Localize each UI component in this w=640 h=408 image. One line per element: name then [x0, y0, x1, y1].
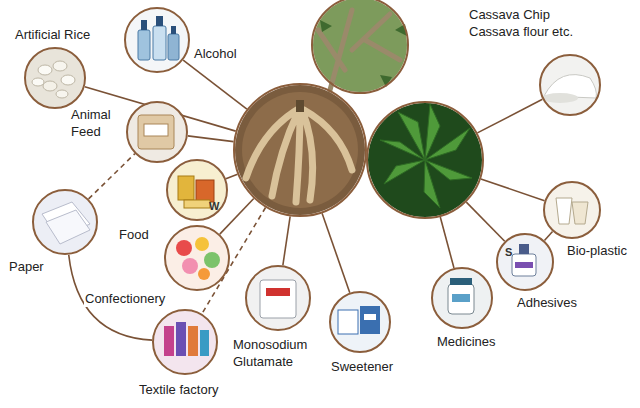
product-label: Monosodium Glutamate	[232, 336, 326, 370]
product-circle: Cassava Chip Cassava flour etc.	[539, 54, 601, 116]
connector-line	[481, 179, 545, 201]
connector-line	[89, 154, 135, 199]
product-label: Artificial Rice	[14, 26, 91, 43]
food-picture	[168, 161, 226, 219]
product-circle: Medicines	[431, 267, 493, 329]
product-circle: Sweetener	[329, 291, 391, 353]
root-circle	[233, 83, 367, 217]
confectionery-picture	[166, 227, 228, 289]
bioplastic-picture	[545, 183, 599, 237]
cassava-root-picture	[235, 85, 365, 215]
medicines-picture	[433, 269, 491, 327]
product-label: Textile factory	[138, 381, 219, 398]
product-circle: Adhesives	[496, 233, 554, 291]
product-circle: Paper	[32, 189, 98, 255]
stem-circle	[311, 0, 409, 94]
product-circle: Alcohol	[124, 7, 190, 73]
connector-line	[322, 213, 350, 292]
product-circle: Bio-plastic	[543, 181, 601, 239]
product-circle: Animal Feed	[126, 101, 188, 163]
connector-line	[183, 60, 247, 109]
msg-picture	[247, 267, 309, 329]
animal-feed-picture	[128, 103, 186, 161]
product-label: Cassava Chip Cassava flour etc.	[468, 6, 588, 40]
product-label: Animal Feed	[70, 106, 118, 140]
flour-picture	[541, 56, 599, 114]
alcohol-picture	[126, 9, 188, 71]
connector-line	[226, 174, 238, 179]
connector-line	[544, 232, 552, 241]
stray-letter: W	[209, 200, 219, 212]
connector-line	[477, 99, 542, 133]
product-circle: Confectionery	[164, 225, 230, 291]
product-label: Medicines	[436, 333, 497, 350]
product-circle: Textile factory	[152, 309, 218, 375]
product-circle: Artificial Rice	[24, 47, 86, 109]
product-label: Paper	[8, 258, 45, 275]
product-label: Food	[118, 226, 150, 243]
adhesives-picture	[498, 235, 552, 289]
product-label: Confectionery	[84, 290, 166, 307]
rice-picture	[26, 49, 84, 107]
cassava-stem-picture	[313, 0, 407, 92]
cassava-leaf-picture	[368, 103, 482, 217]
connector-line	[283, 216, 290, 265]
product-label: Adhesives	[516, 294, 578, 311]
sweetener-picture	[331, 293, 389, 351]
paper-picture	[34, 191, 96, 253]
connector-line	[188, 136, 234, 142]
product-label: Sweetener	[330, 358, 394, 375]
connector-line	[466, 202, 504, 241]
leaf-circle	[366, 101, 484, 219]
textile-picture	[154, 311, 216, 373]
product-label: Bio-plastic	[566, 242, 628, 259]
product-label: Alcohol	[193, 45, 238, 62]
stray-letter: S	[505, 246, 512, 258]
connector-line	[220, 198, 254, 234]
connector-line	[440, 217, 454, 268]
product-circle: Monosodium Glutamate	[245, 265, 311, 331]
